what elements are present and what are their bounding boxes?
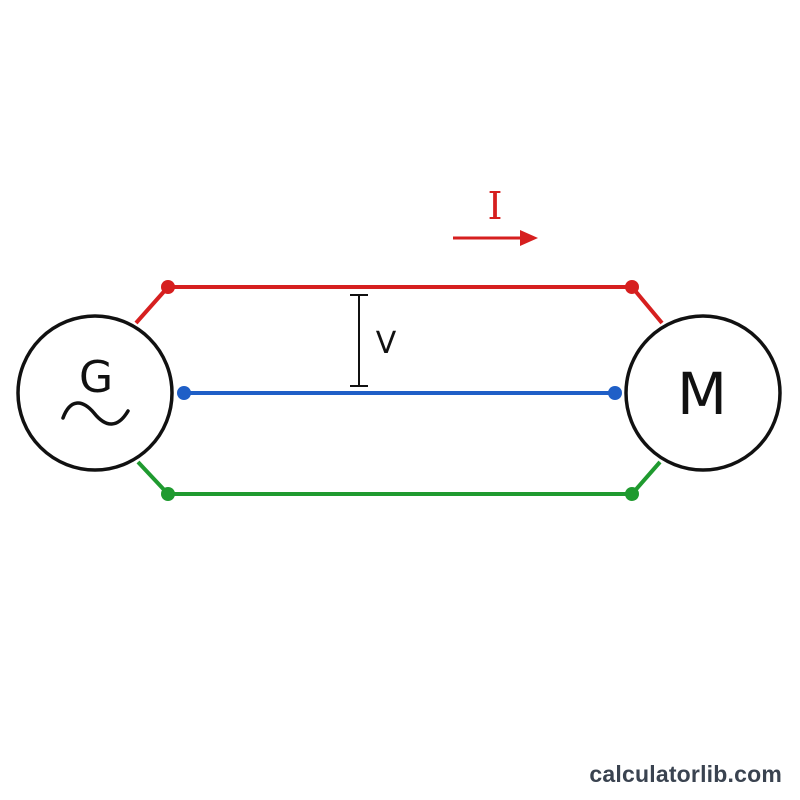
blue-node-left	[177, 386, 191, 400]
motor-circle	[624, 314, 782, 472]
motor-symbol: M	[677, 360, 727, 428]
red-node-right	[625, 280, 639, 294]
generator-circle	[16, 314, 174, 472]
red-node-left	[161, 280, 175, 294]
generator: G	[16, 314, 174, 472]
voltage-label: V	[376, 326, 397, 361]
blue-conductor	[177, 386, 622, 400]
motor: M	[624, 314, 782, 472]
generator-symbol: G	[79, 352, 113, 403]
ac-sine-wave-icon	[61, 401, 130, 426]
current-indicator: I	[453, 184, 538, 246]
voltage-indicator: V	[350, 294, 397, 387]
current-arrowhead	[520, 230, 538, 246]
blue-node-right	[608, 386, 622, 400]
green-wire	[136, 460, 662, 496]
green-node-left	[161, 487, 175, 501]
green-conductor	[136, 460, 662, 501]
red-conductor	[134, 280, 664, 325]
current-label: I	[487, 184, 502, 228]
red-wire	[134, 285, 664, 325]
green-node-right	[625, 487, 639, 501]
watermark: calculatorlib.com	[589, 761, 782, 787]
